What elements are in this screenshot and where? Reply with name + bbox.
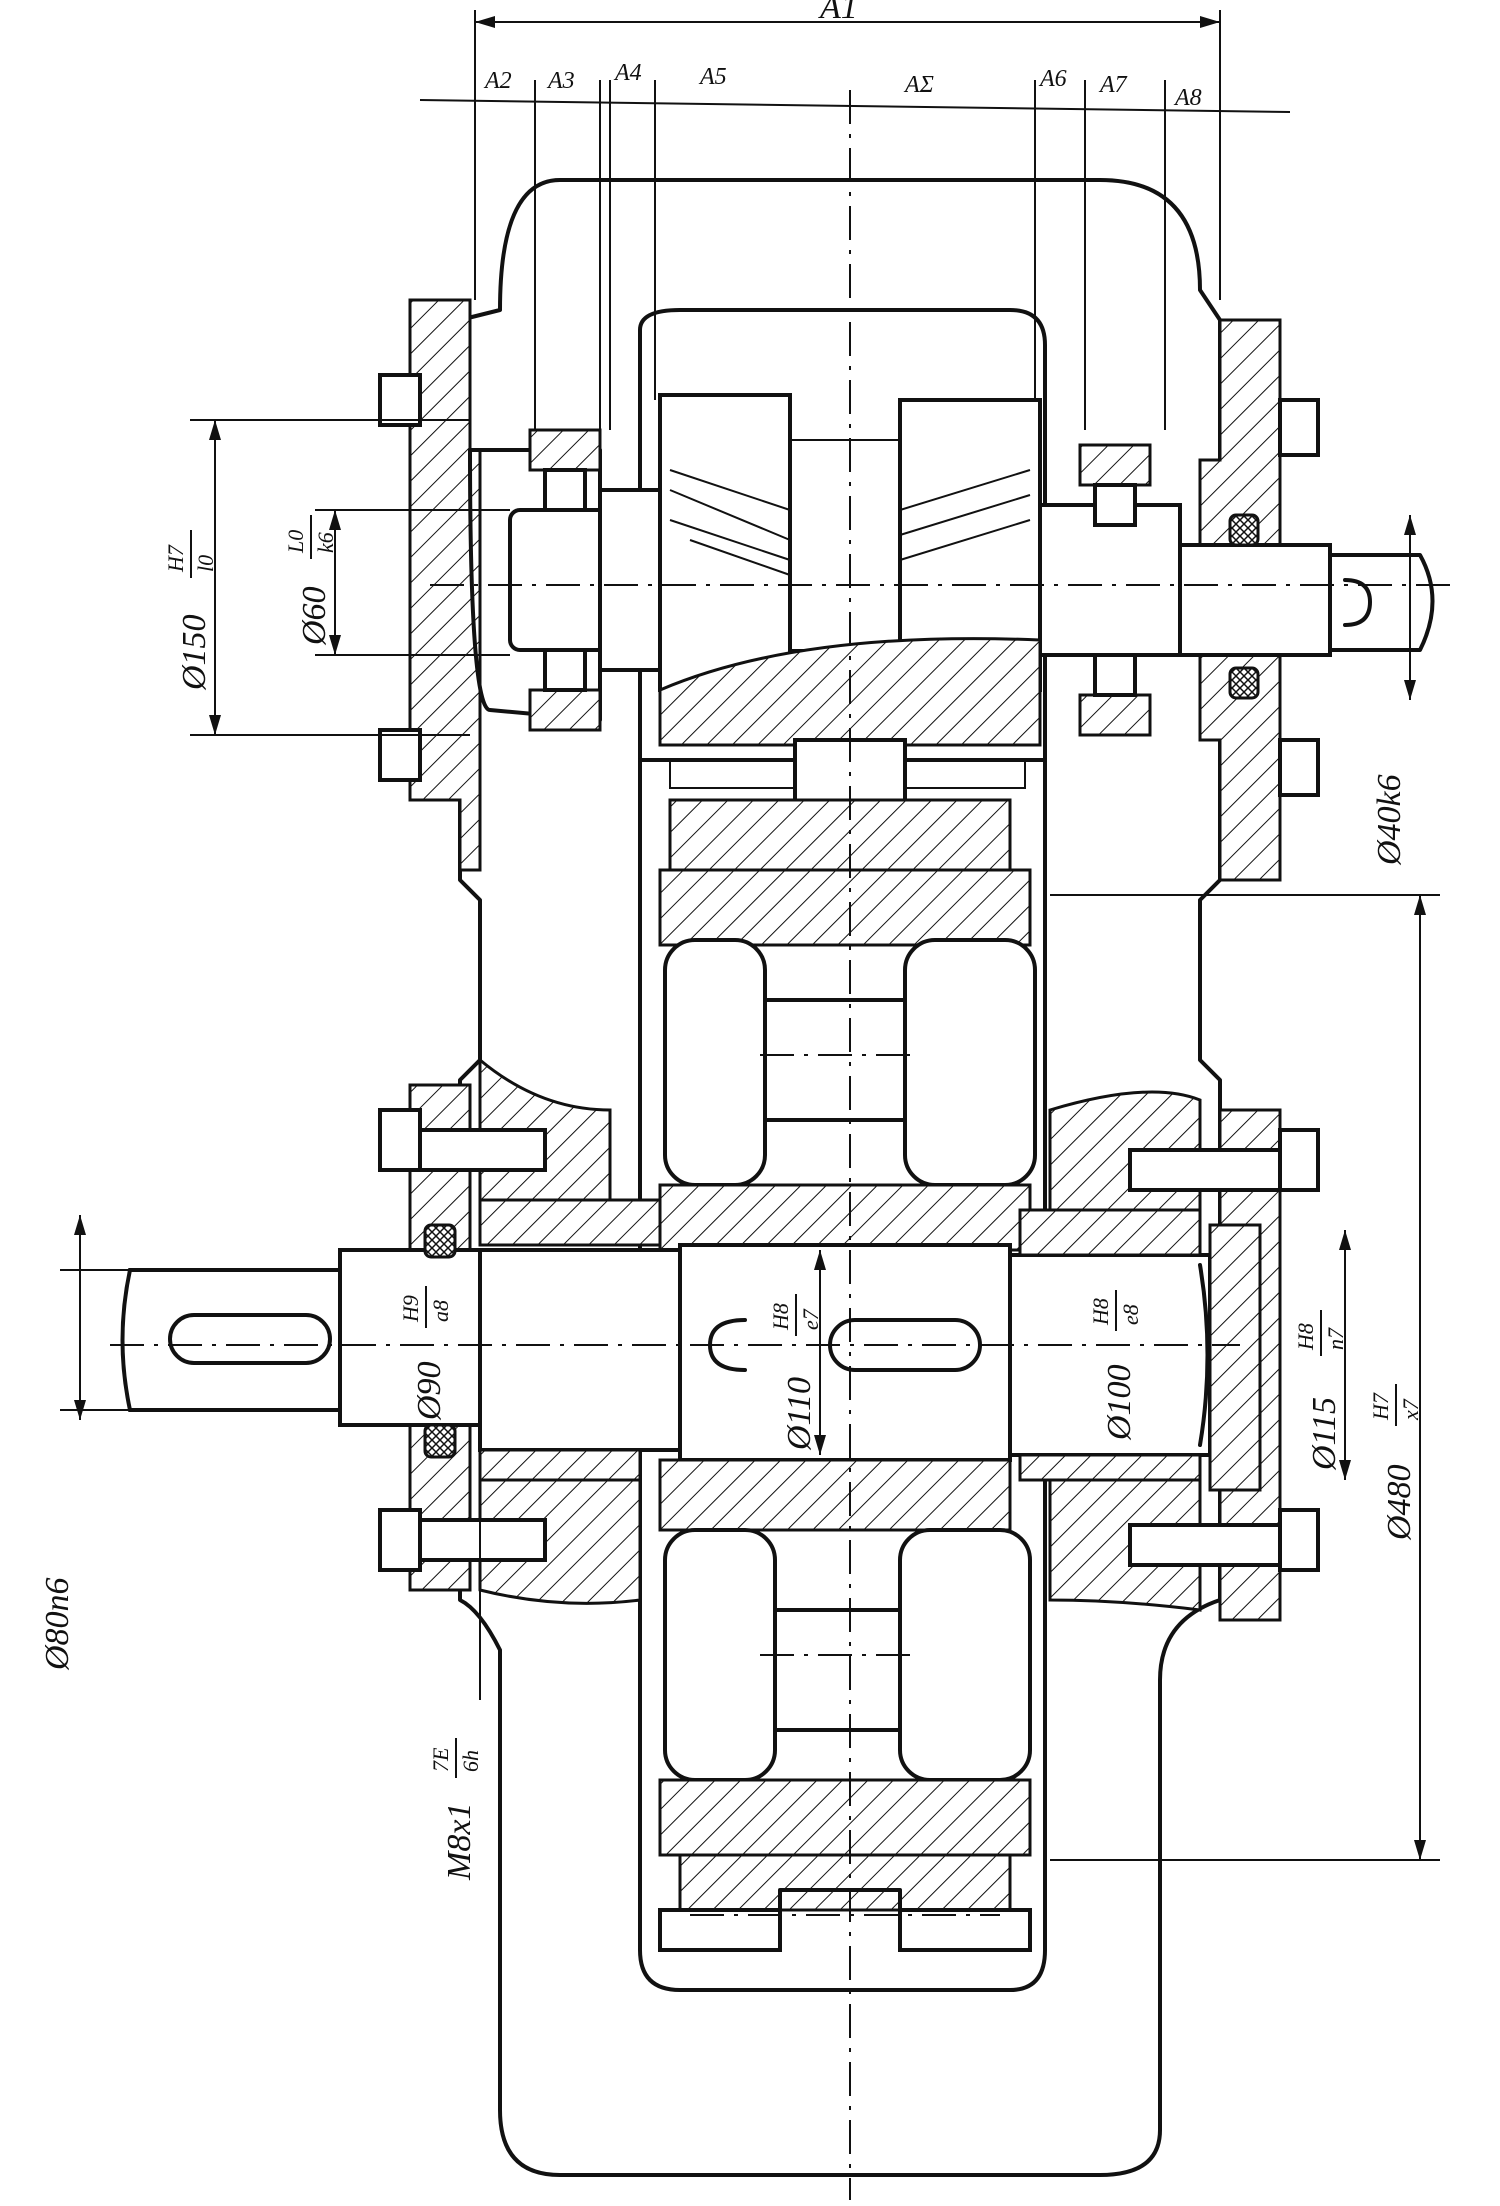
svg-text:H9: H9	[398, 1295, 423, 1323]
dim-d100: Ø100	[1101, 1364, 1138, 1441]
dim-a4: A4	[613, 60, 642, 86]
svg-text:H8: H8	[1088, 1298, 1113, 1326]
fit-dimensions: Ø150 H7 l0 Ø60 L0 k6 Ø40k6 Ø480 H7 x7	[39, 419, 1440, 1881]
svg-text:k6: k6	[313, 532, 338, 553]
dim-d480: Ø480	[1381, 1464, 1418, 1541]
svg-text:e7: e7	[798, 1308, 823, 1330]
dim-a8: A8	[1173, 85, 1202, 111]
svg-text:H8: H8	[768, 1303, 793, 1331]
dim-a3: A3	[546, 68, 575, 94]
svg-text:H7: H7	[1368, 1392, 1393, 1421]
dim-d115: Ø115	[1306, 1397, 1343, 1471]
svg-text:a8: a8	[428, 1300, 453, 1322]
dim-d60: Ø60	[296, 586, 333, 646]
dim-a2: A2	[483, 68, 512, 94]
svg-text:e8: e8	[1118, 1304, 1143, 1325]
bolts	[378, 373, 1320, 1572]
dim-a6: A6	[1038, 66, 1067, 92]
dim-a1: A1	[818, 0, 858, 26]
svg-text:n7: n7	[1323, 1327, 1348, 1350]
dim-d110: Ø110	[781, 1377, 818, 1451]
dim-a5: A5	[698, 64, 727, 90]
dim-m8: M8x1	[441, 1803, 478, 1881]
dim-d90: Ø90	[411, 1361, 448, 1421]
output-shaft	[120, 1198, 1262, 1492]
dim-d150: Ø150	[176, 614, 213, 691]
dimension-chain: A1 A2 A3 A4 A5 AΣ A6 A7 A8	[419, 0, 1291, 430]
lower-gear	[658, 1458, 1032, 1952]
svg-text:H8: H8	[1293, 1323, 1318, 1351]
svg-text:H7: H7	[163, 544, 188, 573]
dim-a7: A7	[1098, 72, 1128, 98]
center-lines	[110, 90, 1460, 2200]
middle-gear	[658, 798, 1037, 1252]
svg-text:6h: 6h	[458, 1750, 483, 1772]
svg-text:7E: 7E	[428, 1747, 453, 1772]
svg-text:l0: l0	[193, 555, 218, 572]
dim-d80: Ø80n6	[39, 1577, 76, 1671]
svg-text:L0: L0	[283, 530, 308, 554]
dim-asigma: AΣ	[903, 72, 934, 98]
svg-text:x7: x7	[1398, 1398, 1423, 1421]
input-shaft	[508, 428, 1435, 737]
dim-d40: Ø40k6	[1371, 774, 1408, 866]
